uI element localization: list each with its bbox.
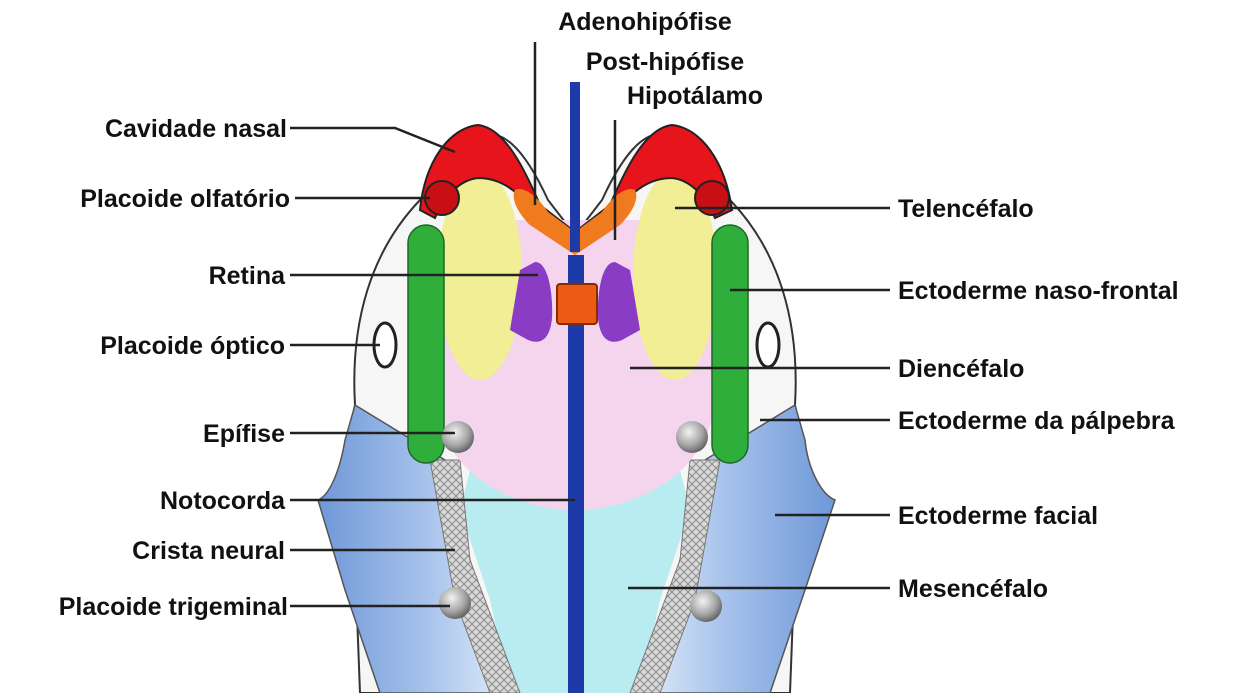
label-ectoderme-palpebra: Ectoderme da pálpebra [898, 407, 1176, 435]
epiphysis-right [676, 421, 708, 453]
label-adenohipofise: Adenohipófise [558, 8, 732, 36]
label-notocorda: Notocorda [160, 487, 286, 515]
label-ectoderme-facial: Ectoderme facial [898, 502, 1098, 530]
epiphysis-left [442, 421, 474, 453]
leader-cavidade-nasal [290, 128, 455, 152]
label-telencefalo: Telencéfalo [898, 195, 1034, 223]
label-placoide-olfatorio: Placoide olfatório [80, 185, 290, 213]
olfactory-placode-left [425, 181, 459, 215]
label-mesencefalo: Mesencéfalo [898, 575, 1048, 603]
trigeminal-placode-right [690, 590, 722, 622]
optic-placode-right [757, 323, 779, 367]
label-placoide-optico: Placoide óptico [100, 332, 285, 360]
label-diencefalo: Diencéfalo [898, 355, 1024, 383]
olfactory-placode-right [695, 181, 729, 215]
label-crista-neural: Crista neural [132, 537, 285, 565]
label-post-hipofise: Post-hipófise [586, 48, 744, 76]
label-epifise: Epífise [203, 420, 285, 448]
label-retina: Retina [209, 262, 287, 290]
trigeminal-placode-left [439, 587, 471, 619]
label-cavidade-nasal: Cavidade nasal [105, 115, 287, 143]
naso-frontal-ectoderm-right [712, 225, 748, 463]
naso-frontal-ectoderm-left [408, 225, 444, 463]
posterior-pituitary-rod [570, 82, 580, 252]
label-ectoderme-naso-frontal: Ectoderme naso-frontal [898, 277, 1179, 305]
label-hipotalamo: Hipotálamo [627, 82, 763, 110]
hypothalamus-marker [557, 284, 597, 324]
label-placoide-trigeminal: Placoide trigeminal [59, 593, 288, 621]
